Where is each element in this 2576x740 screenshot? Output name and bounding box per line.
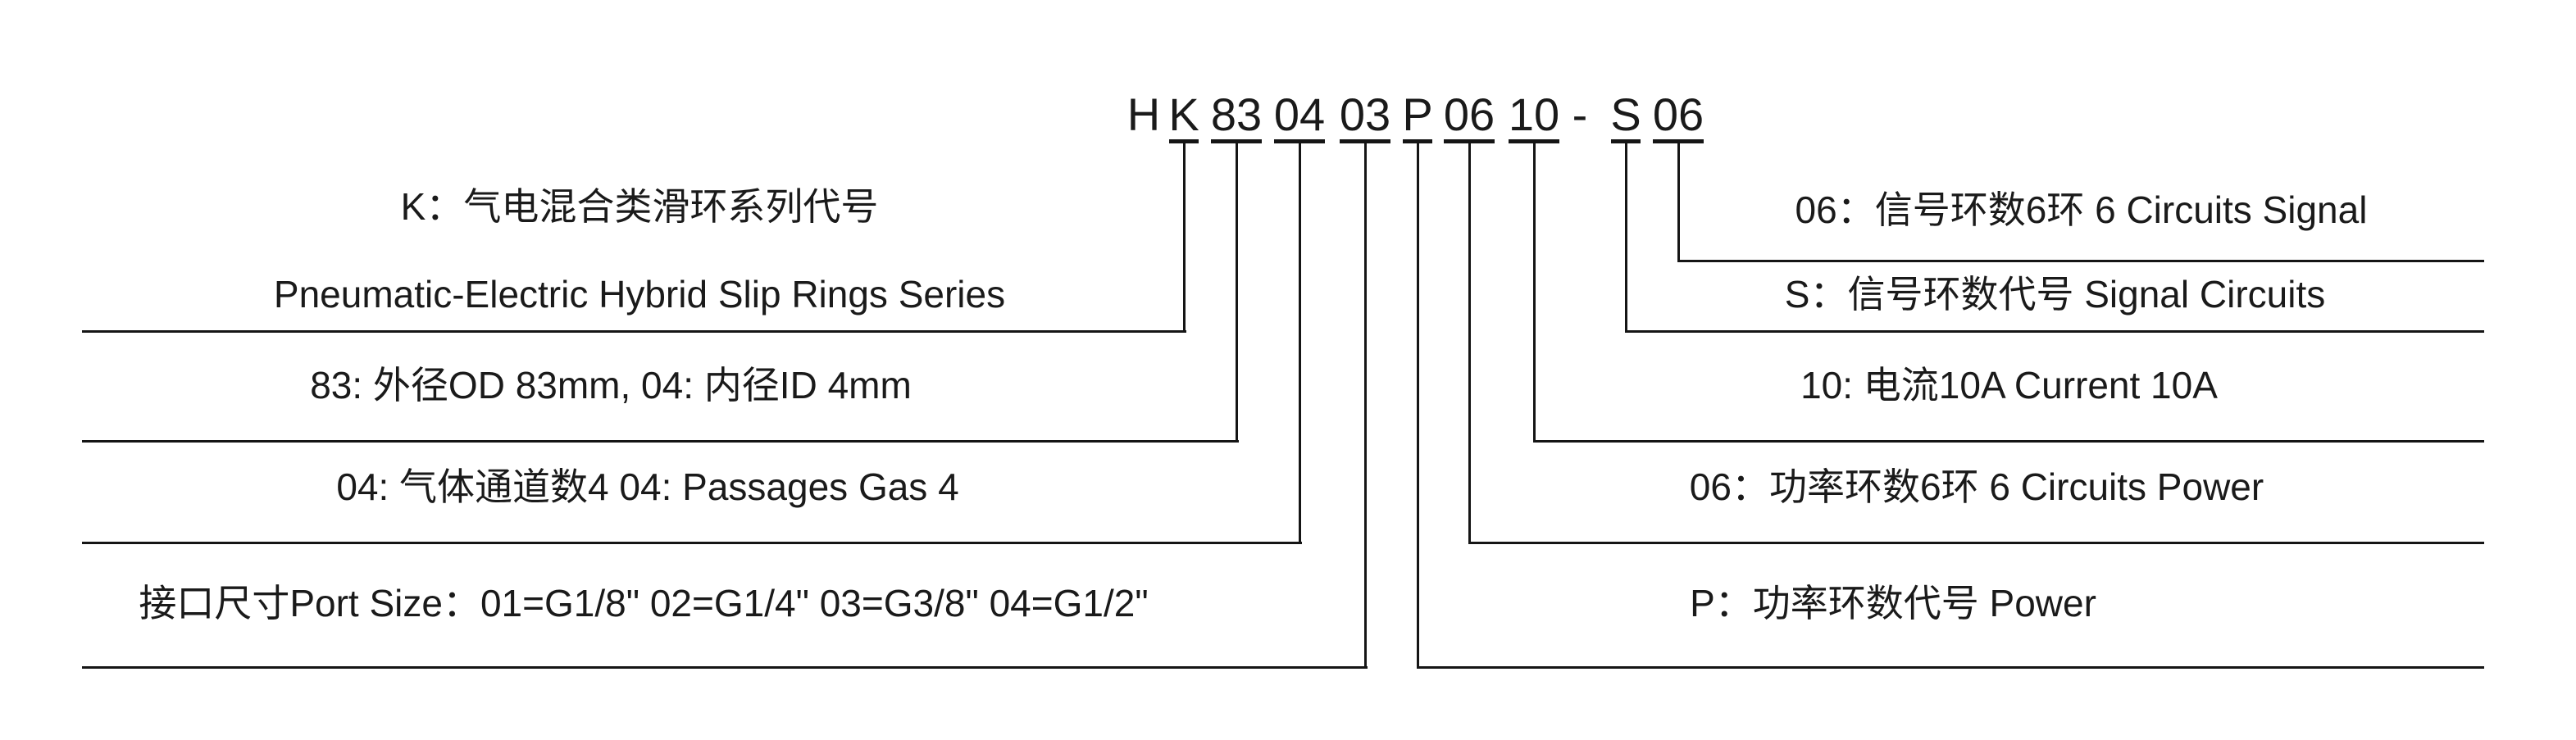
label-od-id: 83: 外径OD 83mm, 04: 内径ID 4mm: [310, 364, 912, 406]
rule-left-series-code: [82, 330, 1186, 333]
code-underline-83: [1211, 139, 1262, 143]
label-series-code-en: Pneumatic-Electric Hybrid Slip Rings Ser…: [273, 272, 1006, 316]
label-port-size: 接口尺寸Port Size：01=G1/8" 02=G1/4" 03=G3/8"…: [139, 582, 1149, 624]
code-token-83: 83: [1210, 89, 1263, 140]
rule-right-power-count: [1469, 542, 2484, 544]
rule-right-current: [1534, 440, 2484, 443]
code-token-H: H: [1126, 89, 1161, 140]
code-underline-P: [1403, 139, 1432, 143]
code-token-06-signal: 06: [1652, 89, 1704, 140]
label-current: 10: 电流10A Current 10A: [1800, 364, 2218, 406]
code-token-S: S: [1610, 89, 1641, 140]
label-series-code-zh: K：气电混合类滑环系列代号: [400, 185, 879, 228]
connector-vertical-06-signal: [1677, 143, 1680, 262]
rule-left-od-id: [82, 440, 1239, 443]
rule-right-power-code: [1418, 666, 2484, 669]
connector-vertical-04: [1299, 143, 1301, 544]
rule-right-signal-count: [1678, 260, 2484, 262]
code-underline-06-power: [1444, 139, 1495, 143]
connector-vertical-03: [1364, 143, 1367, 669]
rule-left-port-size: [82, 666, 1368, 669]
connector-vertical-K: [1183, 143, 1186, 333]
code-underline-S: [1611, 139, 1641, 143]
code-token-03: 03: [1339, 89, 1391, 140]
code-underline-06-signal: [1653, 139, 1704, 143]
label-power-circuits-code: P：功率环数代号 Power: [1690, 582, 2096, 624]
code-underline-10: [1509, 139, 1559, 143]
code-token-10: 10: [1508, 89, 1560, 140]
connector-vertical-S: [1625, 143, 1627, 333]
code-underline-03: [1340, 139, 1390, 143]
code-token-dash: -: [1572, 89, 1588, 140]
label-power-circuits-count: 06：功率环数6环 6 Circuits Power: [1689, 465, 2264, 508]
label-signal-circuits-count: 06：信号环数6环 6 Circuits Signal: [1795, 188, 2368, 231]
connector-vertical-83: [1236, 143, 1238, 443]
rule-right-signal-code: [1626, 330, 2484, 333]
code-underline-K: [1169, 139, 1199, 143]
label-signal-circuits-code: S：信号环数代号 Signal Circuits: [1784, 273, 2326, 316]
connector-vertical-P: [1417, 143, 1419, 669]
code-token-06-power: 06: [1443, 89, 1495, 140]
code-underline-04: [1274, 139, 1325, 143]
code-token-P: P: [1402, 89, 1433, 140]
rule-left-gas-passages: [82, 542, 1302, 544]
label-gas-passages: 04: 气体通道数4 04: Passages Gas 4: [336, 465, 959, 508]
connector-vertical-10: [1533, 143, 1536, 443]
code-token-04: 04: [1273, 89, 1326, 140]
connector-vertical-06-power: [1468, 143, 1471, 544]
code-token-K: K: [1168, 89, 1199, 140]
label-series-code: K：气电混合类滑环系列代号 Pneumatic-Electric Hybrid …: [82, 185, 1197, 316]
